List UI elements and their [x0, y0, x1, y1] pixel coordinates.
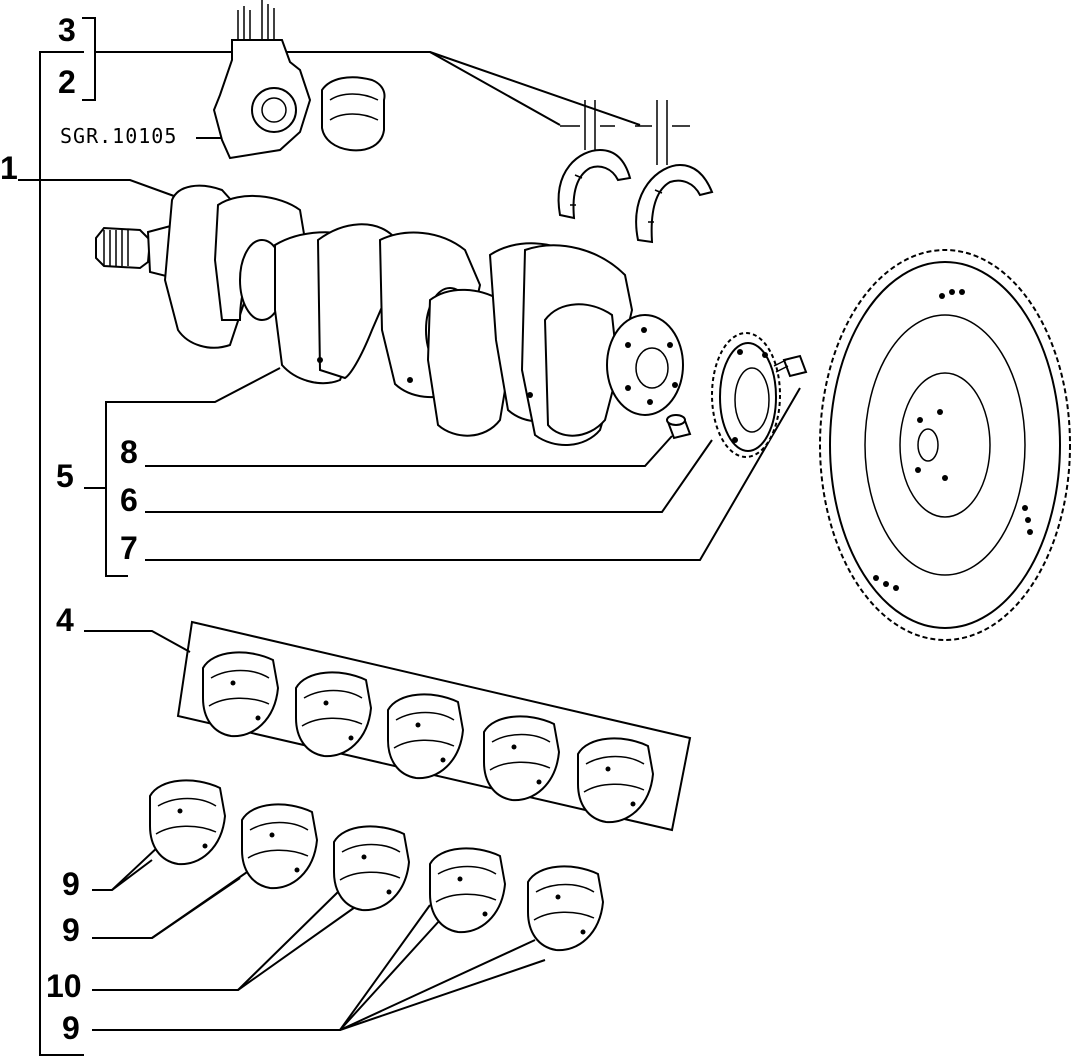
callout-7: 7: [120, 530, 138, 566]
callout-4: 4: [56, 602, 74, 638]
dowel-pin-icon: [666, 414, 692, 440]
callout-3: 3: [58, 12, 76, 48]
crankshaft-icon: [95, 184, 684, 447]
reference-code: SGR.10105: [60, 124, 178, 148]
conrod-bearing-icon: [321, 76, 386, 152]
thrust-washer-left-icon: [557, 100, 632, 220]
connecting-rod-icon: [212, 0, 312, 160]
callout-2: 2: [58, 64, 76, 100]
callout-9-second: 9: [62, 912, 80, 948]
callout-6: 6: [120, 482, 138, 518]
loose-bearing-shells-icon: [149, 779, 605, 952]
timing-ring-icon: [711, 332, 781, 458]
leader-lines: [18, 17, 801, 1056]
callout-8: 8: [120, 434, 138, 470]
main-bearing-set-icon: [176, 620, 692, 832]
screw-icon: [773, 354, 808, 378]
callout-1: 1: [0, 150, 18, 186]
thrust-washer-right-icon: [635, 100, 714, 244]
callout-9-first: 9: [62, 866, 80, 902]
callout-5: 5: [56, 458, 74, 494]
callout-9-third: 9: [62, 1010, 80, 1046]
callout-10: 10: [46, 968, 82, 1004]
flywheel-icon: [819, 249, 1071, 641]
